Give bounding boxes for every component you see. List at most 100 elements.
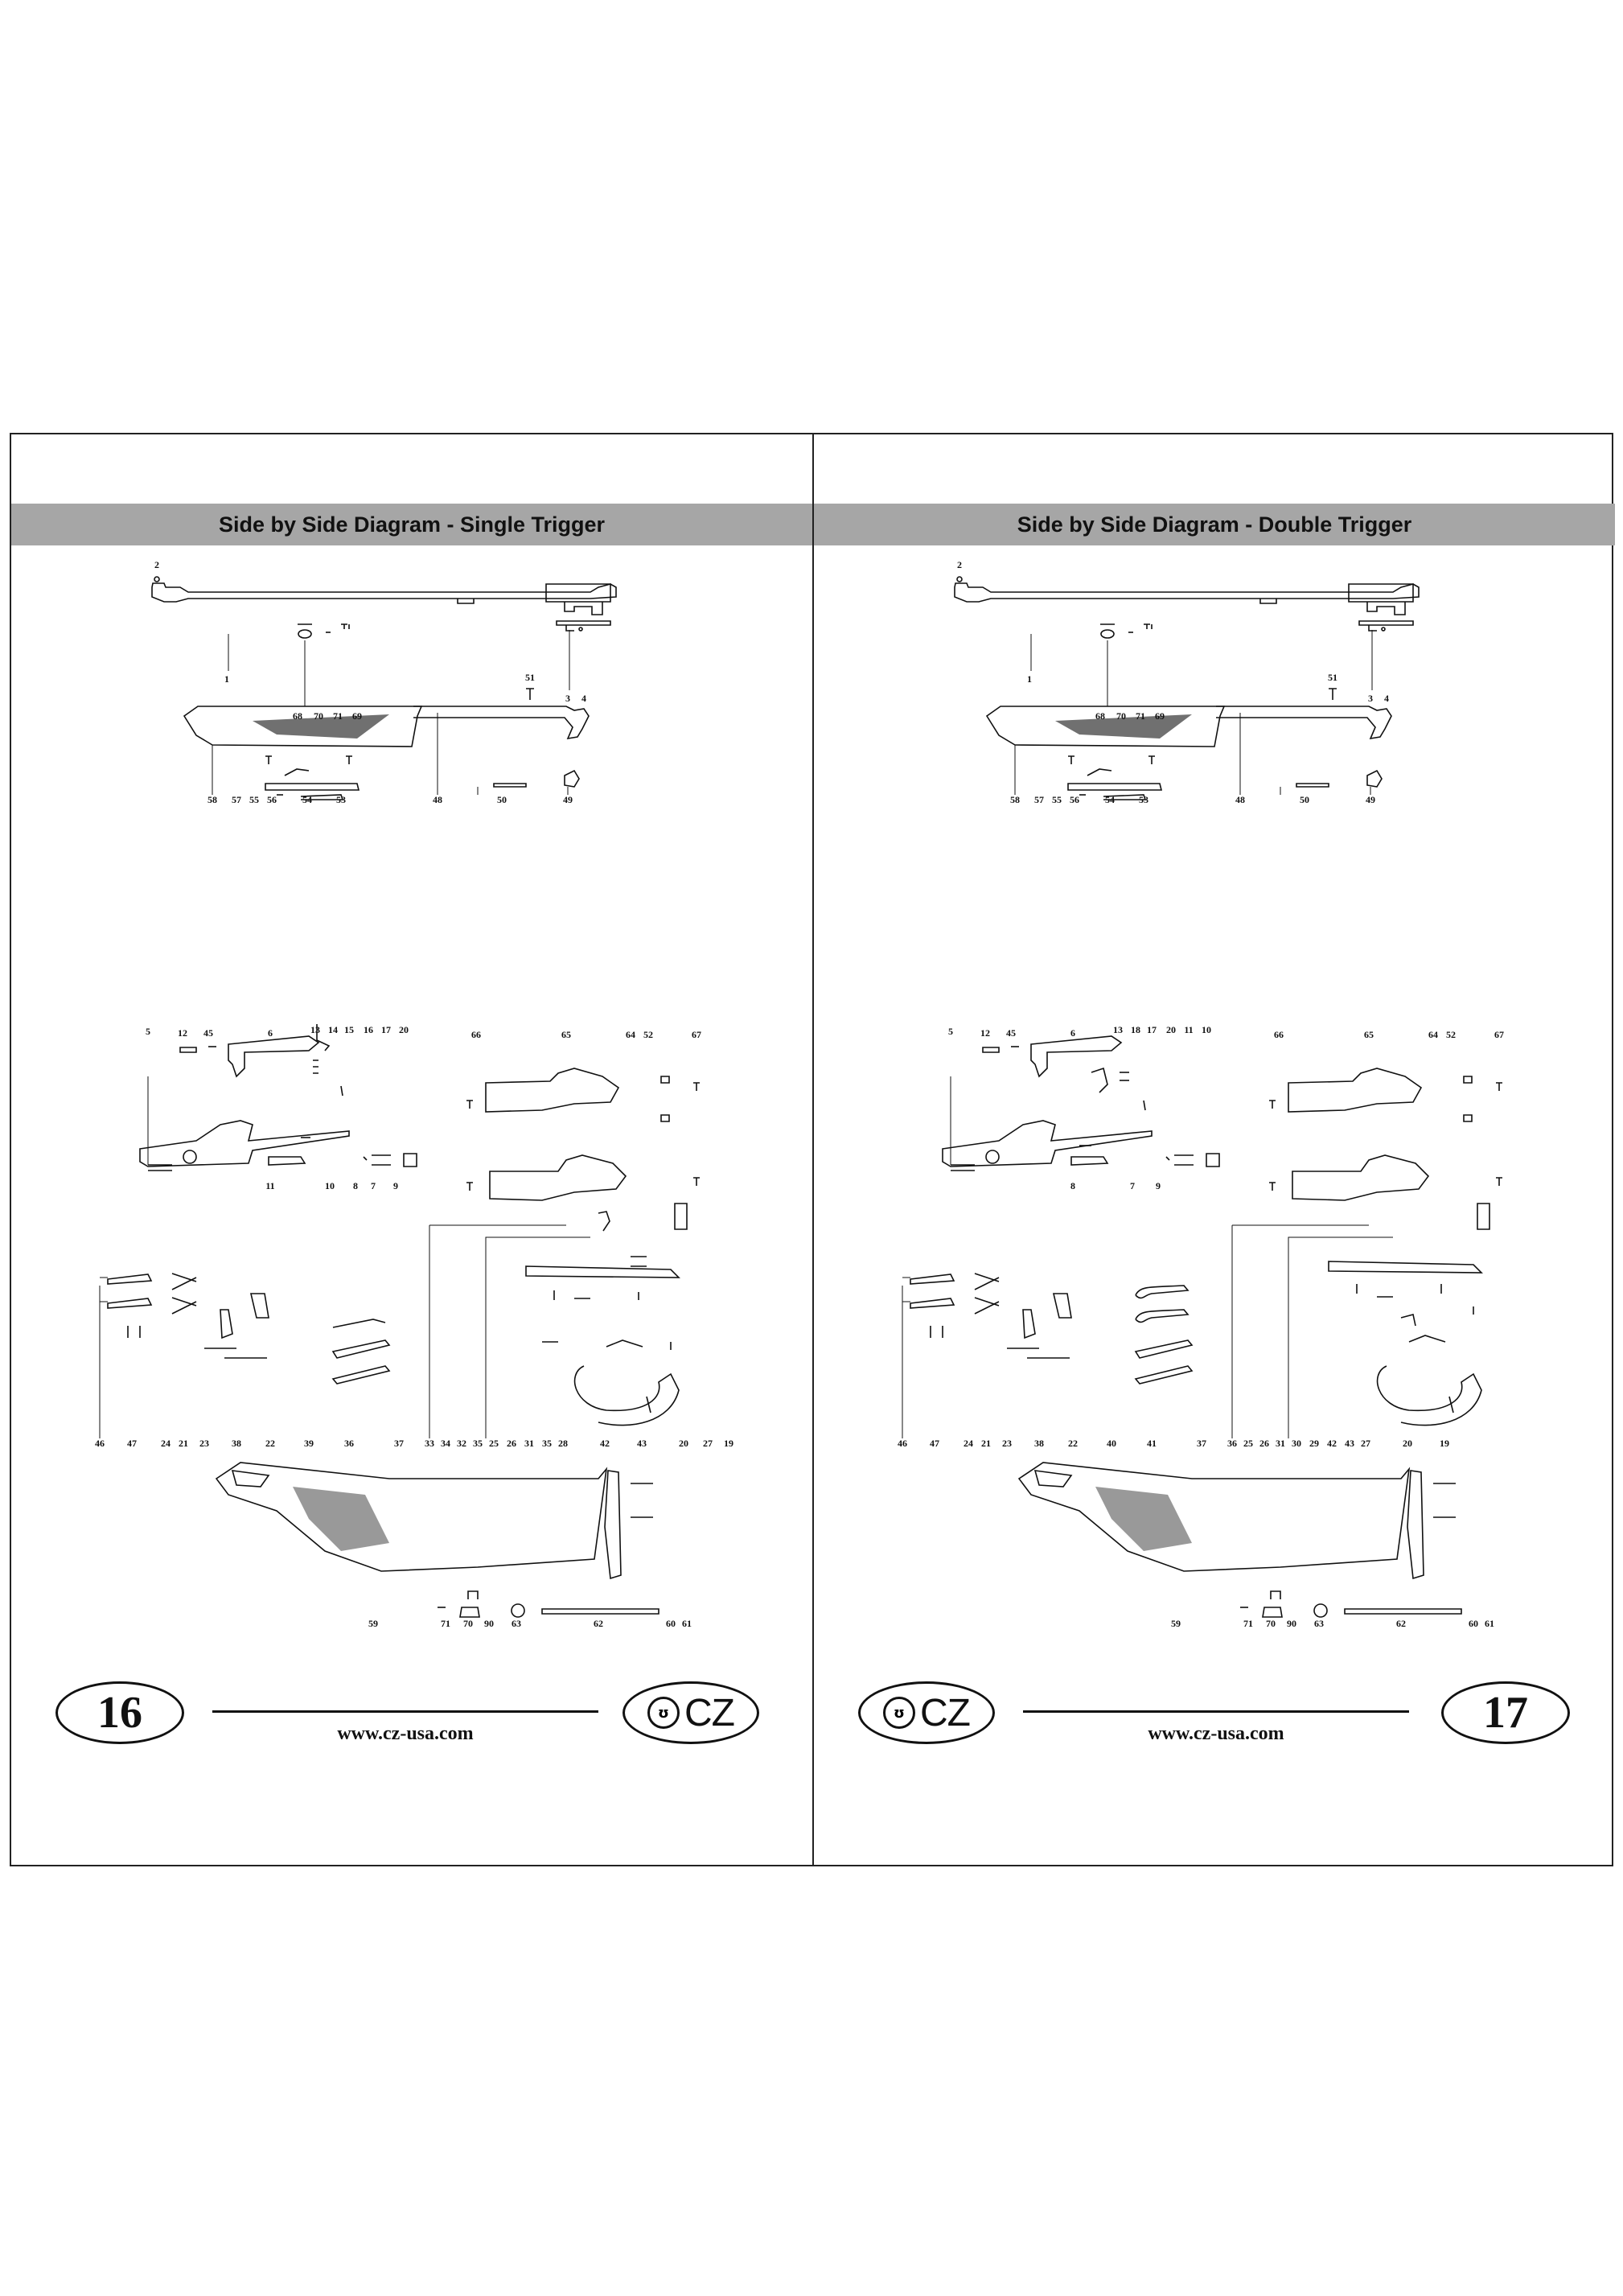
right-footer: ʊ CZ www.cz-usa.com 17 xyxy=(814,1670,1615,1759)
left-part-label-forend-0: 51 xyxy=(525,672,535,683)
action-assembly xyxy=(942,1035,1220,1171)
left-part-label-action-5: 14 xyxy=(328,1024,338,1035)
right-part-label-stock-1: 71 xyxy=(1243,1618,1253,1629)
left-part-label-trigger_group-14: 25 xyxy=(489,1438,499,1449)
left-part-label-trigger_group-0: 46 xyxy=(95,1438,105,1449)
left-part-label-forend-6: 53 xyxy=(336,794,346,805)
right-part-label-action-1: 12 xyxy=(980,1027,990,1039)
left-footer: 16 www.cz-usa.com ʊ CZ xyxy=(11,1670,812,1759)
left-part-label-action-4: 13 xyxy=(310,1024,320,1035)
left-part-label-barrel-1: 1 xyxy=(224,673,229,685)
left-part-label-trigger_group-11: 34 xyxy=(441,1438,450,1449)
left-part-label-trigger_group-5: 38 xyxy=(232,1438,241,1449)
left-part-label-barrel-0: 2 xyxy=(154,559,159,570)
right-part-label-rib_parts-0: 68 xyxy=(1095,710,1105,722)
right-part-label-action-3: 6 xyxy=(1070,1027,1075,1039)
cz-logo: ʊ CZ xyxy=(622,1681,759,1744)
left-part-label-trigger_group-1: 47 xyxy=(127,1438,137,1449)
website-link[interactable]: www.cz-usa.com xyxy=(1148,1723,1284,1744)
left-part-label-trigger_group-3: 21 xyxy=(179,1438,188,1449)
double-trigger-diagram: 2134687071695158575556545348504951245613… xyxy=(898,559,1504,1629)
right-part-label-action-4: 13 xyxy=(1113,1024,1123,1035)
left-part-label-action-12: 8 xyxy=(353,1180,358,1191)
right-part-label-stock-2: 70 xyxy=(1266,1618,1276,1629)
left-part-label-side_plates-1: 65 xyxy=(561,1029,571,1040)
left-part-label-forend-5: 54 xyxy=(302,794,312,805)
right-part-label-trigger_group-16: 42 xyxy=(1327,1438,1337,1449)
right-part-label-trigger_group-11: 25 xyxy=(1243,1438,1253,1449)
stock-assembly xyxy=(215,1462,659,1618)
right-part-label-trigger_group-9: 37 xyxy=(1197,1438,1206,1449)
page-number: 16 xyxy=(55,1681,184,1744)
left-part-label-barrel-2: 3 xyxy=(565,693,570,704)
right-part-label-side_plates-0: 66 xyxy=(1274,1029,1284,1040)
right-part-label-trigger_group-1: 47 xyxy=(930,1438,939,1449)
left-part-label-side_plates-3: 52 xyxy=(643,1029,653,1040)
right-part-label-stock-7: 61 xyxy=(1485,1618,1494,1629)
right-part-label-trigger_group-0: 46 xyxy=(898,1438,907,1449)
right-part-label-trigger_group-6: 22 xyxy=(1068,1438,1078,1449)
right-part-label-trigger_group-7: 40 xyxy=(1107,1438,1116,1449)
right-part-label-trigger_group-18: 27 xyxy=(1361,1438,1370,1449)
right-part-label-forend-0: 51 xyxy=(1328,672,1337,683)
right-part-label-action-0: 5 xyxy=(948,1026,953,1037)
left-part-label-stock-4: 63 xyxy=(512,1618,521,1629)
right-part-label-action-6: 17 xyxy=(1147,1024,1157,1035)
rib-parts xyxy=(298,623,350,639)
left-part-label-trigger_group-10: 33 xyxy=(425,1438,434,1449)
forend-assembly xyxy=(183,688,590,800)
left-part-label-action-3: 6 xyxy=(268,1027,273,1039)
left-part-label-forend-1: 58 xyxy=(207,794,217,805)
right-page: Side by Side Diagram - Double Trigger xyxy=(814,434,1615,1865)
barrel-assembly xyxy=(151,576,617,632)
right-part-label-trigger_group-15: 29 xyxy=(1309,1438,1319,1449)
website-link[interactable]: www.cz-usa.com xyxy=(337,1723,474,1744)
left-part-label-rib_parts-1: 70 xyxy=(314,710,323,722)
right-part-label-side_plates-2: 64 xyxy=(1428,1029,1438,1040)
left-part-label-trigger_group-7: 39 xyxy=(304,1438,314,1449)
right-part-label-forend-8: 50 xyxy=(1300,794,1309,805)
right-part-label-side_plates-4: 67 xyxy=(1494,1029,1504,1040)
left-part-label-forend-7: 48 xyxy=(433,794,442,805)
left-part-label-stock-3: 90 xyxy=(484,1618,494,1629)
cz-logo: ʊ CZ xyxy=(858,1681,995,1744)
left-part-label-forend-2: 57 xyxy=(232,794,241,805)
left-part-label-action-10: 11 xyxy=(265,1180,274,1191)
left-part-label-trigger_group-9: 37 xyxy=(394,1438,404,1449)
right-part-label-forend-1: 58 xyxy=(1010,794,1020,805)
left-part-label-stock-5: 62 xyxy=(594,1618,603,1629)
left-page: Side by Side Diagram - Single Trigger xyxy=(11,434,812,1865)
right-part-label-action-5: 18 xyxy=(1131,1024,1140,1035)
left-part-label-action-7: 16 xyxy=(364,1024,373,1035)
left-part-label-trigger_group-12: 32 xyxy=(457,1438,466,1449)
right-part-label-stock-4: 63 xyxy=(1314,1618,1324,1629)
right-part-label-forend-3: 55 xyxy=(1052,794,1062,805)
left-part-label-barrel-3: 4 xyxy=(581,693,586,704)
single-trigger-diagram: 2134687071695158575556545348504951245613… xyxy=(95,559,733,1629)
right-part-label-trigger_group-19: 20 xyxy=(1403,1438,1412,1449)
left-page-title: Side by Side Diagram - Single Trigger xyxy=(11,504,812,545)
right-part-label-trigger_group-12: 26 xyxy=(1259,1438,1269,1449)
right-part-label-action-7: 20 xyxy=(1166,1024,1176,1035)
action-assembly xyxy=(139,1024,417,1171)
left-part-label-trigger_group-16: 31 xyxy=(524,1438,534,1449)
left-part-label-forend-8: 50 xyxy=(497,794,507,805)
right-part-label-trigger_group-17: 43 xyxy=(1345,1438,1354,1449)
left-part-label-action-0: 5 xyxy=(146,1026,150,1037)
right-part-label-forend-6: 53 xyxy=(1139,794,1148,805)
right-part-label-rib_parts-2: 71 xyxy=(1136,710,1145,722)
cz-emblem-icon: ʊ xyxy=(883,1697,915,1729)
right-page-title: Side by Side Diagram - Double Trigger xyxy=(814,504,1615,545)
right-part-label-trigger_group-20: 19 xyxy=(1440,1438,1449,1449)
right-part-label-action-12: 9 xyxy=(1156,1180,1161,1191)
side-plates xyxy=(1269,1068,1502,1201)
left-part-label-rib_parts-0: 68 xyxy=(293,710,302,722)
page-divider xyxy=(812,434,814,1865)
left-part-label-trigger_group-22: 27 xyxy=(703,1438,713,1449)
right-part-label-rib_parts-1: 70 xyxy=(1116,710,1126,722)
trigger-group xyxy=(107,1203,688,1426)
left-part-label-action-9: 20 xyxy=(399,1024,409,1035)
right-part-label-action-2: 45 xyxy=(1006,1027,1016,1039)
